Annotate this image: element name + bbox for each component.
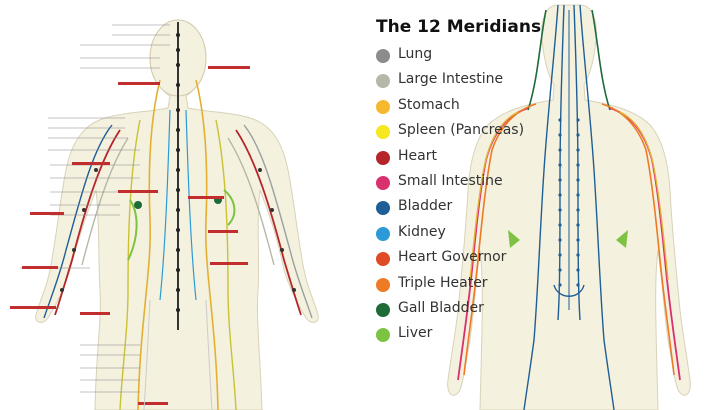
- kidney-swatch: [376, 227, 390, 241]
- spleen-swatch: [376, 125, 390, 139]
- legend-item-stomach: Stomach: [376, 96, 526, 121]
- gall-bladder-swatch: [376, 303, 390, 317]
- legend-label: Large Intestine: [398, 71, 503, 87]
- legend-item-liver: Liver: [376, 324, 526, 349]
- legend-item-large-intestine: Large Intestine: [376, 70, 526, 95]
- legend-item-heart-governor: Heart Governor: [376, 248, 526, 273]
- large-intestine-swatch: [376, 74, 390, 88]
- stomach-swatch: [376, 100, 390, 114]
- legend-item-heart: Heart: [376, 147, 526, 172]
- legend-item-spleen: Spleen (Pancreas): [376, 121, 526, 146]
- legend-label: Spleen (Pancreas): [398, 122, 524, 138]
- lung-swatch: [376, 49, 390, 63]
- meridian-legend: Lung Large Intestine Stomach Spleen (Pan…: [376, 45, 526, 350]
- liver-swatch: [376, 328, 390, 342]
- legend-item-lung: Lung: [376, 45, 526, 70]
- legend-item-small-intestine: Small Intestine: [376, 172, 526, 197]
- legend-item-bladder: Bladder: [376, 197, 526, 222]
- legend-label: Heart: [398, 148, 437, 164]
- legend-item-gall-bladder: Gall Bladder: [376, 299, 526, 324]
- legend-label: Small Intestine: [398, 173, 503, 189]
- triple-heater-swatch: [376, 278, 390, 292]
- legend-label: Lung: [398, 46, 432, 62]
- legend-label: Gall Bladder: [398, 300, 484, 316]
- legend-item-triple-heater: Triple Heater: [376, 274, 526, 299]
- front-body-chart: [0, 0, 358, 410]
- legend-label: Kidney: [398, 224, 446, 240]
- heart-governor-swatch: [376, 252, 390, 266]
- legend-label: Bladder: [398, 198, 452, 214]
- legend-label: Liver: [398, 325, 432, 341]
- legend-label: Stomach: [398, 97, 460, 113]
- legend-label: Heart Governor: [398, 249, 506, 265]
- legend-title: The 12 Meridians: [376, 17, 541, 37]
- legend-item-kidney: Kidney: [376, 223, 526, 248]
- bladder-swatch: [376, 201, 390, 215]
- legend-label: Triple Heater: [398, 275, 488, 291]
- small-intestine-swatch: [376, 176, 390, 190]
- heart-swatch: [376, 151, 390, 165]
